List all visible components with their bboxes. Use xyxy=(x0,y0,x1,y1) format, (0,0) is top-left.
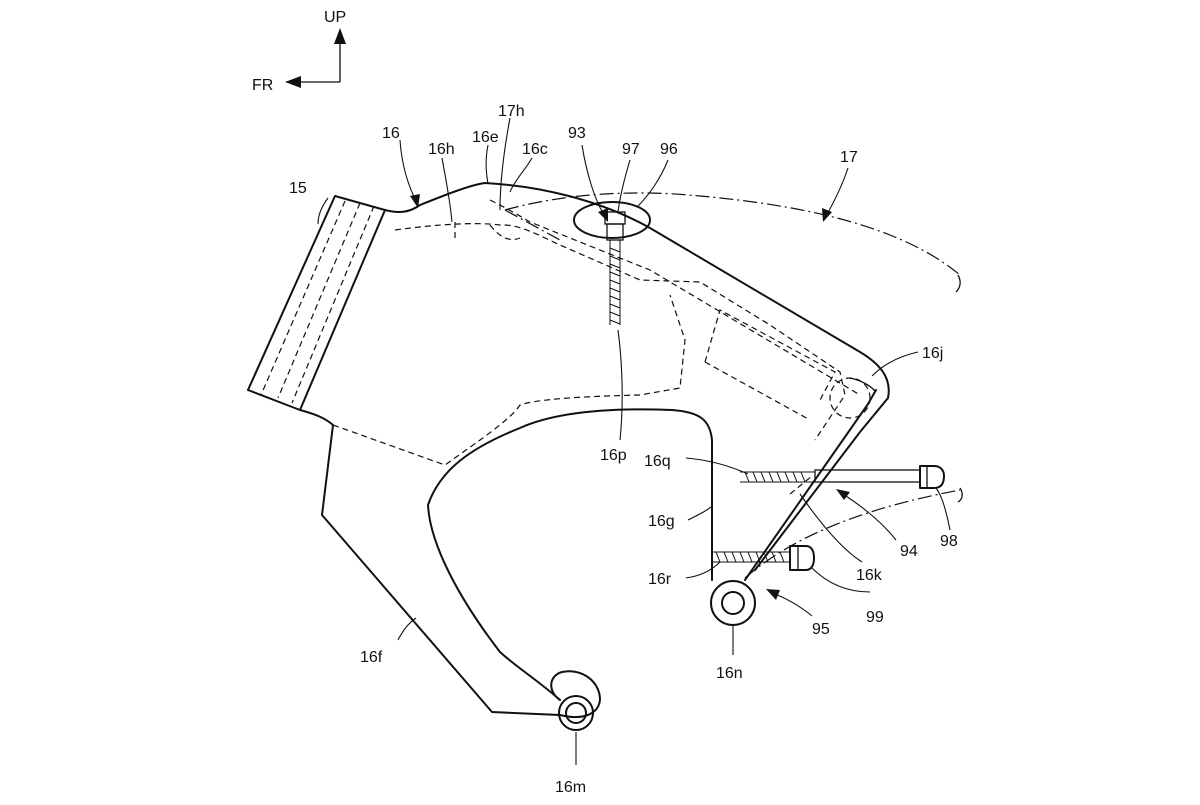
part-16m-hole xyxy=(565,702,587,724)
label-94: 94 xyxy=(900,543,918,560)
part-93-bolt-thread xyxy=(609,240,621,325)
leader-16f xyxy=(397,617,417,641)
reference-labels: 15 16 16h 16e 17h 16c 93 97 96 17 16j 16… xyxy=(289,103,958,796)
fastener-93 xyxy=(573,201,651,325)
label-17h: 17h xyxy=(498,103,525,120)
label-16n: 16n xyxy=(716,665,743,682)
leader-16j xyxy=(871,351,919,377)
part-16c-hidden-line xyxy=(489,224,521,241)
leader-95-arrowhead xyxy=(766,589,780,600)
label-98: 98 xyxy=(940,533,958,550)
leader-16-arrowhead xyxy=(410,194,420,208)
leader-16c xyxy=(509,157,533,193)
part-96-washer xyxy=(573,201,651,239)
leader-16r xyxy=(685,561,721,579)
part-16k-hidden-line xyxy=(789,475,813,495)
part-16k-inner-wall xyxy=(744,389,877,581)
leader-16k xyxy=(799,493,863,563)
part-16q-thread xyxy=(740,471,815,483)
leader-94 xyxy=(839,491,897,541)
part-16-hidden-pocket xyxy=(704,309,836,401)
part-16m-outer-circle xyxy=(558,695,594,731)
part-17-lower-chain xyxy=(744,489,961,579)
label-16k: 16k xyxy=(856,567,883,584)
part-99-bolt-head xyxy=(789,545,815,571)
part-17-panel xyxy=(504,192,963,579)
leader-16p xyxy=(617,329,623,441)
part-15-hidden-line-c xyxy=(291,205,375,404)
part-16n-outer-circle xyxy=(710,580,756,626)
part-16-hidden-pocket-base xyxy=(704,361,811,421)
leader-15 xyxy=(317,197,329,225)
leader-94-arrowhead xyxy=(836,489,850,500)
leader-97 xyxy=(617,159,631,213)
leader-17 xyxy=(825,167,849,217)
label-16g: 16g xyxy=(648,513,675,530)
fastener-95 xyxy=(712,545,815,571)
leader-93-arrowhead xyxy=(598,208,608,222)
label-15: 15 xyxy=(289,180,307,197)
part-16-inner-edge xyxy=(427,408,713,701)
label-up: UP xyxy=(324,9,346,26)
part-17-upper-chain xyxy=(504,192,961,276)
part-16r-thread xyxy=(712,551,790,563)
label-16f: 16f xyxy=(360,649,383,666)
part-16-hidden-top-web xyxy=(489,199,861,396)
label-95: 95 xyxy=(812,621,830,638)
label-16j: 16j xyxy=(922,345,943,362)
leader-96 xyxy=(637,159,669,207)
part-16-outer-edge xyxy=(299,182,890,716)
part-16-hidden-lower-web xyxy=(332,294,686,466)
part-16n-hole xyxy=(721,591,745,615)
label-front: FR xyxy=(252,77,273,94)
leader-16h xyxy=(441,157,453,223)
front-arrow-head xyxy=(285,76,301,88)
label-16h: 16h xyxy=(428,141,455,158)
label-16m: 16m xyxy=(555,779,586,796)
part-15-hidden-line-b xyxy=(277,202,361,399)
leader-99 xyxy=(811,567,871,593)
part-15-cross-member xyxy=(247,195,386,411)
leader-lines xyxy=(317,117,951,765)
part-16m-boss-outline xyxy=(550,670,601,719)
part-16j-hidden-circle xyxy=(829,377,871,419)
part-16j-corner xyxy=(849,377,877,393)
leader-16q xyxy=(685,457,749,475)
label-16: 16 xyxy=(382,125,400,142)
part-98-bolt-head xyxy=(919,465,945,489)
label-97: 97 xyxy=(622,141,640,158)
leader-16g xyxy=(687,505,713,521)
label-17: 17 xyxy=(840,149,858,166)
label-99: 99 xyxy=(866,609,884,626)
label-16e: 16e xyxy=(472,129,499,146)
leader-98 xyxy=(935,487,951,531)
orientation-indicator: UP FR xyxy=(252,9,346,94)
part-16-hidden-upper-web xyxy=(394,223,846,441)
label-16c: 16c xyxy=(522,141,548,158)
part-16-bracket xyxy=(299,182,890,731)
leader-17h xyxy=(499,117,511,211)
label-96: 96 xyxy=(660,141,678,158)
label-16r: 16r xyxy=(648,571,672,588)
part-17-break-lower xyxy=(957,487,963,503)
leader-17-arrowhead xyxy=(822,208,832,222)
fastener-94 xyxy=(740,465,945,489)
up-arrow-head xyxy=(334,28,346,44)
part-15-hidden-line-a xyxy=(260,200,346,396)
label-16p: 16p xyxy=(600,447,627,464)
leader-16e xyxy=(485,144,489,185)
part-17h-chain-edge xyxy=(504,209,561,241)
part-17-break-upper xyxy=(955,274,961,293)
part-97-bolt-neck xyxy=(606,223,624,241)
label-93: 93 xyxy=(568,125,586,142)
label-16q: 16q xyxy=(644,453,671,470)
